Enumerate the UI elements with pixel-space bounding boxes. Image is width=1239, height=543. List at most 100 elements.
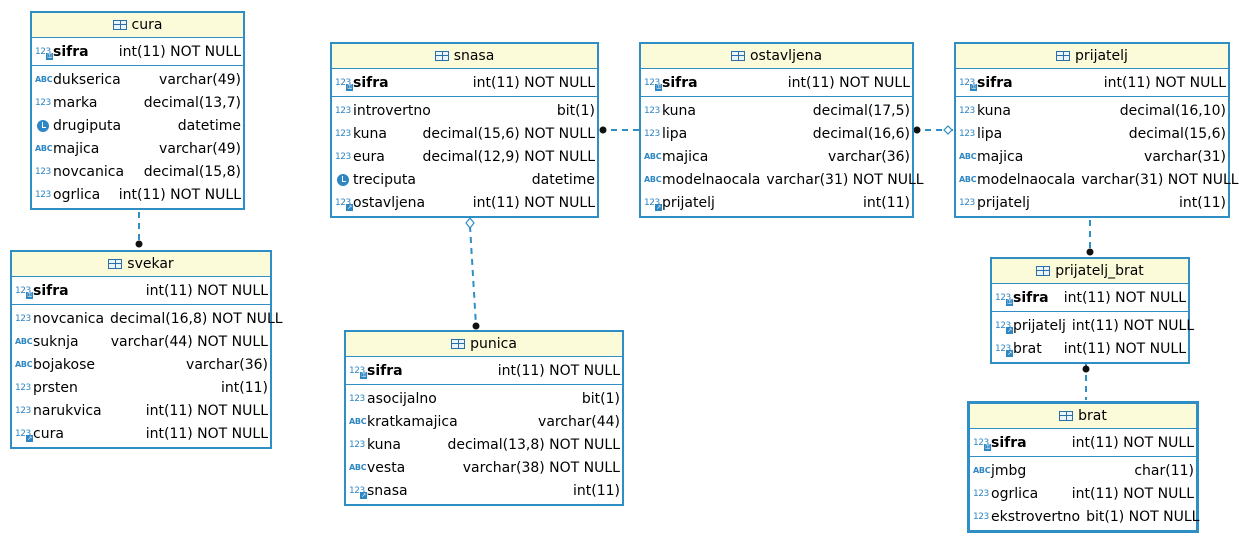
table-header[interactable]: cura [32,13,243,38]
column-row[interactable]: 123bratint(11) NOT NULL [992,337,1188,360]
column-name: kuna [662,102,697,119]
column-name: sifra [1013,289,1049,306]
table-title: punica [470,336,517,352]
pk-column-row[interactable]: 123sifraint(11) NOT NULL [12,279,270,302]
table-cura[interactable]: cura123sifraint(11) NOT NULL ABCdukserica… [30,11,245,210]
table-title: ostavljena [749,48,823,64]
table-header[interactable]: prijatelj [956,44,1228,69]
pk-column-row[interactable]: 123sifraint(11) NOT NULL [641,71,912,94]
foreign-key-icon: 123 [995,319,1013,334]
pk-column-row[interactable]: 123sifraint(11) NOT NULL [332,71,597,94]
column-row[interactable]: 123curaint(11) NOT NULL [12,422,270,445]
numeric-type-icon: 123 [973,488,989,499]
numeric-type-icon: 123 [349,393,365,404]
column-name: sifra [353,74,389,91]
column-type: int(11) NOT NULL [787,74,910,91]
column-name: kuna [977,102,1012,119]
column-type: varchar(44) NOT NULL [110,333,268,350]
link-end-dot [1086,248,1094,256]
column-name: dukserica [53,71,121,88]
table-header[interactable]: punica [346,332,622,357]
column-name: modelnaocala [662,171,761,188]
numeric-type-icon: 123 [959,197,975,208]
column-row[interactable]: 123ostavljenaint(11) NOT NULL [332,191,597,214]
text-type-icon: ABC [15,359,33,369]
column-type: decimal(13,8) NOT NULL [447,436,620,453]
table-prijatelj[interactable]: prijatelj123sifraint(11) NOT NULL123kuna… [954,42,1239,218]
table-prijatelj_brat[interactable]: prijatelj_brat123sifraint(11) NOT NULL12… [990,257,1194,364]
table-svekar[interactable]: svekar123sifraint(11) NOT NULL 123novcani… [10,250,283,449]
table-header[interactable]: brat [970,404,1196,429]
column-type: decimal(13,7) [143,94,241,111]
column-type: int(11) NOT NULL [118,186,241,203]
column-name: majica [662,148,709,165]
column-name: prijatelj [662,194,715,211]
pk-column-row[interactable]: 123sifraint(11) NOT NULL [346,359,622,382]
table-header[interactable]: snasa [332,44,597,69]
primary-key-section: 123sifraint(11) NOT NULL [992,284,1188,312]
table-brat[interactable]: brat123sifraint(11) NOT NULL ABCjmbgchar(… [967,401,1199,533]
numeric-type-icon: 123 [35,189,51,200]
column-row[interactable]: 123snasaint(11) [346,479,622,502]
table-header[interactable]: svekar [12,252,270,277]
pk-column-row[interactable]: 123sifraint(11) NOT NULL [970,431,1196,454]
column-name: suknja [33,333,79,350]
column-type: int(11) NOT NULL [1063,340,1186,357]
link-end-diamond [465,217,475,229]
datetime-icon [335,173,353,187]
pk-column-row[interactable]: 123sifraint(11) NOT NULL [32,40,243,63]
link-snasa-punica[interactable] [469,225,477,327]
table-header[interactable]: prijatelj_brat [992,259,1188,284]
table-punica[interactable]: punica 123sifraint(11) NOT NULL 123asocija… [344,330,624,506]
primary-key-section: 123sifraint(11) NOT NULL [956,69,1228,97]
table-ostavljena[interactable]: ostavljena 123sifraint(11) NOT NULL 123kun… [639,42,924,218]
table-header[interactable]: ostavljena [641,44,912,69]
column-type: varchar(31) NOT NULL [1081,171,1239,188]
column-name: ekstrovertno [991,508,1081,525]
table-icon [730,51,745,61]
table-snasa[interactable]: snasa123sifraint(11) NOT NULL 123introver… [330,42,599,218]
foreign-key-icon: 123 [995,342,1013,357]
column-name: majica [53,140,100,157]
pk-column-row[interactable]: 123sifraint(11) NOT NULL [992,286,1188,309]
column-name: vesta [367,459,406,476]
foreign-key-icon: 123 [15,427,33,442]
pk-column-row[interactable]: 123sifraint(11) NOT NULL [956,71,1228,94]
